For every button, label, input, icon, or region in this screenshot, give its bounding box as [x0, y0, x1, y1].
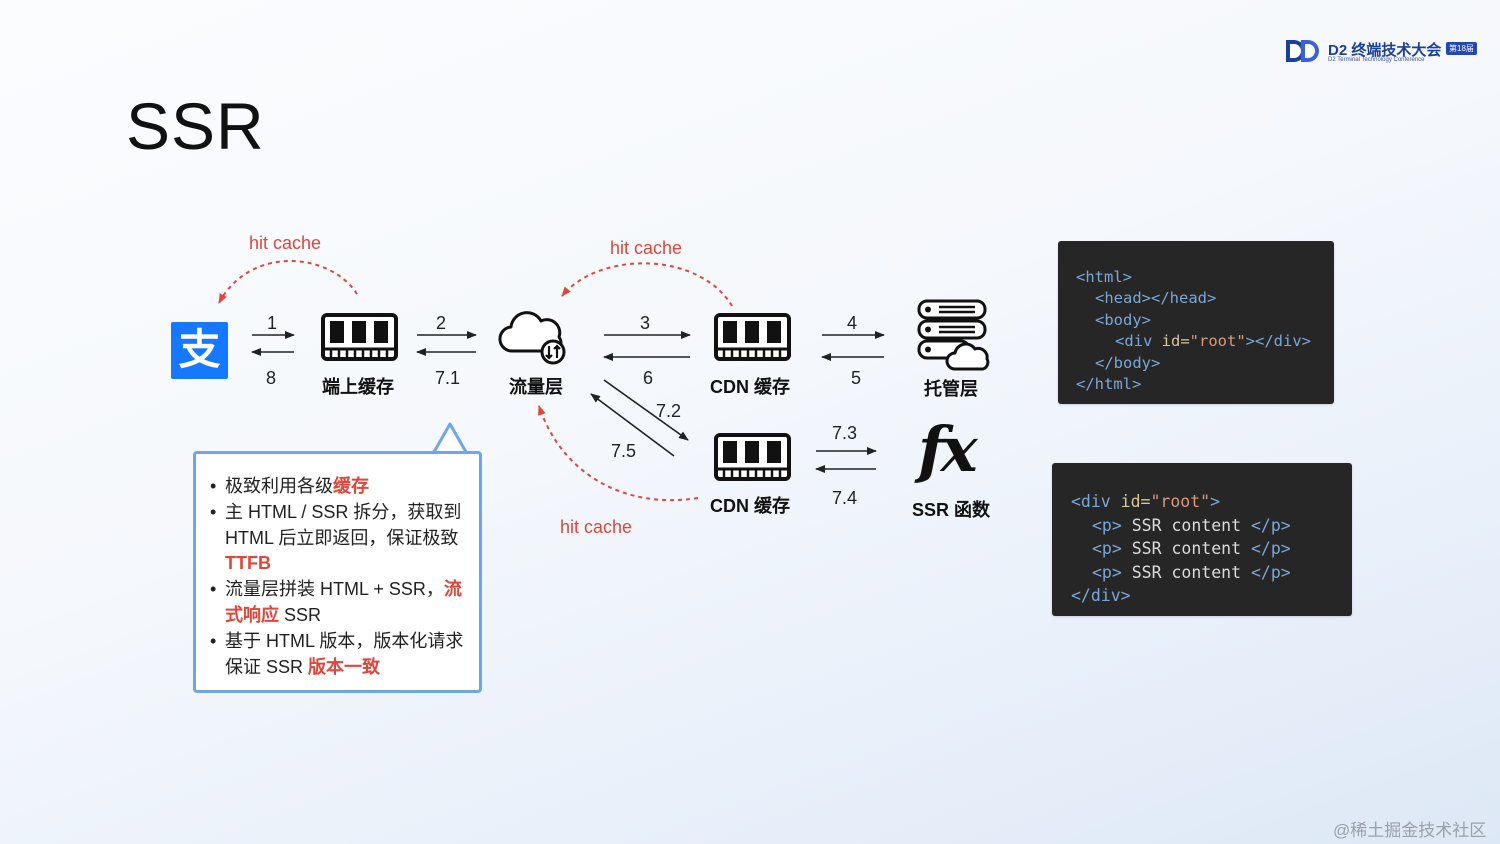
code-body-tag: <body>: [1095, 311, 1151, 329]
memory-chip-icon-device: [321, 313, 398, 361]
note-item-3: 流量层拼装 HTML + SSR，流式响应 SSR: [210, 577, 472, 629]
code-div-value: "root": [1189, 332, 1246, 350]
code-div-open: <div: [1115, 332, 1153, 350]
step-7-3: 7.3: [832, 423, 858, 443]
hit-cache-label-3: hit cache: [560, 517, 633, 537]
logo-subtitle: D2 Terminal Technology Conference: [1328, 57, 1425, 63]
d2-logo-icon: [1286, 40, 1319, 62]
logo-badge: 第18届: [1446, 42, 1477, 55]
cloud-traffic-icon: [498, 311, 566, 365]
code-ssr-line-1: <div id="root">: [1071, 492, 1220, 511]
note-3-text: 流量层拼装 HTML + SSR，: [225, 579, 444, 600]
code-p-close: </p>: [1250, 563, 1291, 582]
arrow-7-2: [603, 379, 689, 441]
code-ssr-line-2: <p> SSR content </p>: [1092, 516, 1291, 535]
step-6: 6: [643, 368, 654, 388]
code-html-line-4: <div id="root"></div>: [1115, 332, 1311, 350]
logo-title: D2 终端技术大会: [1328, 42, 1442, 59]
code-ssr-div-close: >: [1210, 492, 1221, 511]
code-p-close: </p>: [1250, 516, 1291, 535]
step-5: 5: [851, 368, 862, 388]
hit-cache-curve-3: [538, 405, 699, 502]
code-p-text: SSR content: [1121, 563, 1251, 582]
label-ssr-function: SSR 函数: [912, 500, 991, 520]
arrow-7-5: [590, 393, 675, 457]
hit-cache-label-2: hit cache: [610, 238, 683, 258]
code-p-text: SSR content: [1121, 539, 1251, 558]
notes-list: 极致利用各级缓存 主 HTML / SSR 拆分，获取到 HTML 后立即返回，…: [210, 474, 472, 680]
hit-cache-label-1: hit cache: [249, 233, 322, 253]
code-html-line-1: <html>: [1076, 268, 1132, 286]
code-ssr-div-open: <div: [1071, 492, 1111, 511]
code-ssr-line-3: <p> SSR content </p>: [1092, 539, 1291, 558]
code-ssr-div-value: "root": [1150, 492, 1211, 511]
step-7-5: 7.5: [611, 441, 637, 461]
server-hosting-icon: [917, 299, 990, 371]
code-html-line-3: <body>: [1095, 311, 1151, 329]
memory-chip-icon-cdn-bottom: [714, 433, 791, 481]
code-div-close: ></div>: [1245, 332, 1311, 350]
hit-cache-curve-2: [561, 262, 733, 307]
note-item-1: 极致利用各级缓存: [210, 474, 472, 500]
note-item-2: 主 HTML / SSR 拆分，获取到 HTML 后立即返回，保证极致 TTFB: [210, 500, 472, 577]
code-html-line-2: <head></head>: [1095, 289, 1216, 307]
code-html-line-5: </body>: [1095, 354, 1160, 372]
note-4-highlight: 版本一致: [308, 656, 381, 677]
code-ssr-line-4: <p> SSR content </p>: [1092, 563, 1291, 582]
note-3-text-tail: SSR: [279, 604, 322, 625]
note-1-text: 极致利用各级: [225, 476, 333, 496]
page-title: SSR: [126, 89, 265, 163]
code-head-tag: <head></head>: [1095, 289, 1217, 307]
code-ssr-line-5: </div>: [1071, 586, 1131, 605]
note-3-highlight: 流式响应: [225, 579, 462, 625]
code-body-close: </body>: [1095, 354, 1161, 372]
code-block-html: <html> <head></head> <body> <div id="roo…: [1058, 241, 1334, 404]
hit-cache-curve-1: [218, 260, 358, 304]
label-device-cache: 端上缓存: [322, 377, 394, 397]
function-icon: fx: [918, 412, 992, 492]
code-ssr-div-end: </div>: [1071, 586, 1131, 605]
step-3: 3: [640, 313, 651, 333]
note-2-text: 主 HTML / SSR 拆分，获取到 HTML 后立即返回，保证极致: [225, 501, 462, 548]
code-html-close: </html>: [1076, 375, 1142, 393]
notes-bubble: 极致利用各级缓存 主 HTML / SSR 拆分，获取到 HTML 后立即返回，…: [193, 451, 482, 693]
memory-chip-icon-cdn-top: [714, 313, 791, 361]
step-1: 1: [267, 313, 278, 333]
step-7-2: 7.2: [656, 401, 682, 421]
code-ssr-div-attr: id=: [1110, 492, 1151, 511]
label-cdn-cache-top: CDN 缓存: [710, 377, 790, 397]
bubble-pointer: [432, 422, 468, 453]
note-item-4: 基于 HTML 版本，版本化请求保证 SSR 版本一致: [210, 629, 472, 681]
note-2-highlight: TTFB: [225, 553, 271, 574]
watermark: @稀土掘金技术社区: [1333, 821, 1487, 840]
code-p-open: <p>: [1092, 563, 1122, 582]
code-html-tag: <html>: [1076, 268, 1132, 286]
code-html-line-6: </html>: [1076, 375, 1141, 393]
function-glyph: fx: [918, 413, 978, 486]
step-8: 8: [266, 368, 277, 388]
label-hosting-layer: 托管层: [924, 379, 978, 399]
code-p-text: SSR content: [1121, 516, 1251, 535]
label-cdn-cache-bottom: CDN 缓存: [710, 496, 790, 516]
client-app-glyph: 支: [178, 325, 221, 374]
code-div-attr: id=: [1152, 332, 1190, 350]
code-block-ssr: <div id="root"> <p> SSR content </p> <p>…: [1052, 463, 1352, 616]
label-traffic-layer: 流量层: [509, 377, 563, 397]
step-7-4: 7.4: [832, 488, 858, 508]
code-p-close: </p>: [1250, 539, 1291, 558]
client-app-icon: 支: [171, 322, 228, 379]
step-7-1: 7.1: [435, 368, 461, 388]
note-4-text: 基于 HTML 版本，版本化请求保证 SSR: [225, 630, 464, 677]
code-p-open: <p>: [1092, 539, 1122, 558]
conference-logo: D2 终端技术大会 第18届 D2 Terminal Technology Co…: [1284, 36, 1480, 70]
step-2: 2: [436, 313, 447, 333]
note-1-highlight: 缓存: [333, 476, 369, 496]
step-4: 4: [847, 313, 858, 333]
code-p-open: <p>: [1092, 516, 1122, 535]
